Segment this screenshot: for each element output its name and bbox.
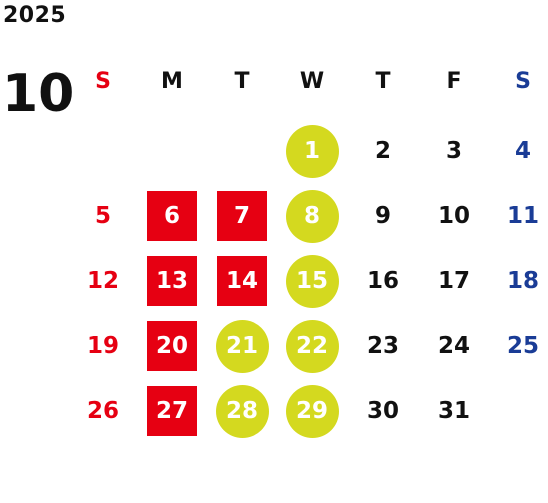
calendar-day-26[interactable]: 26 bbox=[86, 398, 119, 424]
calendar-day-1[interactable]: 1 bbox=[285, 124, 339, 178]
weekday-header-saturday: S bbox=[515, 68, 531, 94]
weekday-header-sunday: S bbox=[95, 68, 111, 94]
calendar-day-3[interactable]: 3 bbox=[445, 138, 462, 164]
calendar-day-31[interactable]: 31 bbox=[437, 398, 470, 424]
calendar-day-16[interactable]: 16 bbox=[366, 268, 399, 294]
calendar-day-13[interactable]: 13 bbox=[147, 256, 197, 306]
calendar-day-6[interactable]: 6 bbox=[147, 191, 197, 241]
calendar-day-20[interactable]: 20 bbox=[147, 321, 197, 371]
calendar-day-4[interactable]: 4 bbox=[514, 138, 531, 164]
calendar-day-8[interactable]: 8 bbox=[285, 189, 339, 243]
calendar-day-2[interactable]: 2 bbox=[374, 138, 391, 164]
calendar-day-9[interactable]: 9 bbox=[374, 203, 391, 229]
weekday-header-thursday: T bbox=[375, 68, 391, 94]
calendar-day-27[interactable]: 27 bbox=[147, 386, 197, 436]
year-label: 2025 bbox=[3, 3, 67, 28]
calendar-day-30[interactable]: 30 bbox=[366, 398, 399, 424]
calendar-day-24[interactable]: 24 bbox=[437, 333, 470, 359]
calendar-day-28[interactable]: 28 bbox=[215, 384, 269, 438]
calendar-day-17[interactable]: 17 bbox=[437, 268, 470, 294]
calendar-day-22[interactable]: 22 bbox=[285, 319, 339, 373]
calendar-day-7[interactable]: 7 bbox=[217, 191, 267, 241]
calendar-day-11[interactable]: 11 bbox=[506, 203, 539, 229]
month-number: 10 bbox=[2, 64, 75, 124]
calendar-day-15[interactable]: 15 bbox=[285, 254, 339, 308]
weekday-header-monday: M bbox=[161, 68, 183, 94]
calendar-day-19[interactable]: 19 bbox=[86, 333, 119, 359]
calendar-day-25[interactable]: 25 bbox=[506, 333, 539, 359]
calendar-day-23[interactable]: 23 bbox=[366, 333, 399, 359]
weekday-header-friday: F bbox=[446, 68, 462, 94]
calendar-day-21[interactable]: 21 bbox=[215, 319, 269, 373]
calendar-day-5[interactable]: 5 bbox=[94, 203, 111, 229]
calendar-day-14[interactable]: 14 bbox=[217, 256, 267, 306]
weekday-header-tuesday: T bbox=[234, 68, 250, 94]
calendar-day-10[interactable]: 10 bbox=[437, 203, 470, 229]
calendar-day-12[interactable]: 12 bbox=[86, 268, 119, 294]
calendar-day-29[interactable]: 29 bbox=[285, 384, 339, 438]
weekday-header-wednesday: W bbox=[299, 68, 325, 94]
calendar-day-18[interactable]: 18 bbox=[506, 268, 539, 294]
